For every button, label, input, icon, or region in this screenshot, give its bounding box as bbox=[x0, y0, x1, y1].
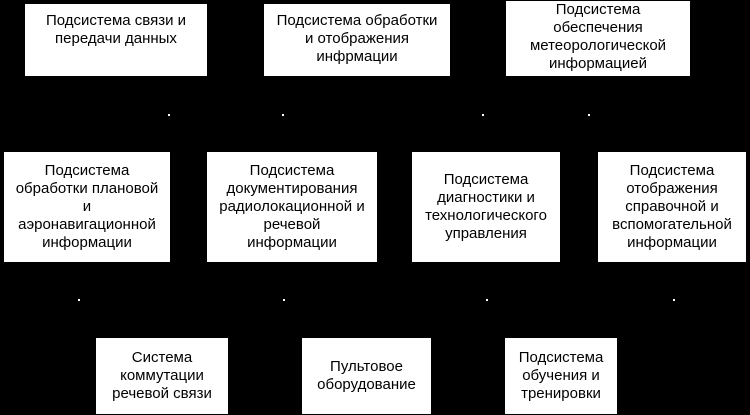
node-communication-data-transfer: Подсистема связи и передачи данных bbox=[24, 3, 208, 77]
connector-mark bbox=[78, 299, 80, 301]
node-processing-display: Подсистема обработки и отображения инфрм… bbox=[263, 3, 451, 77]
node-voice-switching-system: Система коммутации речевой связи bbox=[95, 337, 229, 415]
connector-mark bbox=[673, 299, 675, 301]
connector-mark bbox=[282, 114, 284, 116]
node-training: Подсистема обучения и тренировки bbox=[504, 337, 618, 415]
node-reference-auxiliary-display: Подсистема отображения справочной и вспо… bbox=[597, 151, 747, 263]
node-meteorological-support: Подсистема обеспечения метеорологической… bbox=[505, 0, 691, 77]
connector-mark bbox=[283, 299, 285, 301]
node-console-equipment: Пультовое оборудование bbox=[301, 337, 432, 415]
connector-mark bbox=[486, 299, 488, 301]
node-flight-plan-aeronautical: Подсистема обработки плановой и аэронави… bbox=[3, 151, 171, 263]
node-diagnostics-control: Подсистема диагностики и технологическог… bbox=[411, 151, 561, 263]
connector-mark bbox=[168, 114, 170, 116]
node-radar-voice-recording: Подсистема документирования радиолокацио… bbox=[206, 151, 378, 263]
connector-mark bbox=[482, 114, 484, 116]
connector-mark bbox=[588, 114, 590, 116]
